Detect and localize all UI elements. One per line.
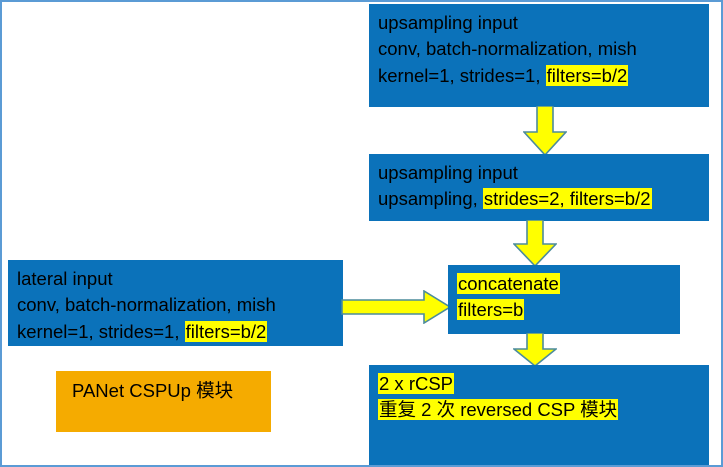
node-text-plain: kernel=1, strides=1, xyxy=(378,64,541,86)
node-line: upsampling input xyxy=(378,12,518,33)
node-text-highlight: filters=b/2 xyxy=(545,64,629,86)
node-line: upsampling, strides=2, filters=b/2 xyxy=(378,186,701,212)
legend-line: CSPUp 模块 xyxy=(129,380,234,401)
node-line: concatenate xyxy=(457,271,672,297)
node-text-highlight: filters=b xyxy=(457,299,525,321)
node-line: kernel=1, strides=1, filters=b/2 xyxy=(17,319,335,345)
node-line: conv, batch-normalization, mish xyxy=(17,294,276,316)
node-line: conv, batch-normalization, mish xyxy=(378,38,637,60)
node-line: 2 x rCSP xyxy=(378,371,701,397)
legend-line: PANet xyxy=(72,380,125,401)
node-upsampling-op: upsampling input upsampling, strides=2, … xyxy=(369,154,709,221)
legend-panet-cspup: PANet CSPUp 模块 xyxy=(56,371,271,432)
node-text-plain: kernel=1, strides=1, xyxy=(17,320,180,342)
arrow-down-icon xyxy=(523,106,567,156)
node-line: lateral input xyxy=(17,268,113,289)
node-line: kernel=1, strides=1, filters=b/2 xyxy=(378,63,701,89)
node-concatenate: concatenate filters=b xyxy=(448,265,680,334)
node-line: 重复 2 次 reversed CSP 模块 xyxy=(378,397,701,423)
node-text-highlight: 重复 2 次 reversed CSP 模块 xyxy=(378,399,619,421)
node-text-highlight: concatenate xyxy=(457,273,560,294)
arrow-right-icon xyxy=(341,290,451,324)
node-text-highlight: strides=2, filters=b/2 xyxy=(482,188,652,210)
node-text-highlight: filters=b/2 xyxy=(184,320,268,342)
arrow-down-icon xyxy=(513,333,557,367)
node-text-highlight: 2 x rCSP xyxy=(378,373,455,394)
node-upsampling-conv: upsampling input conv, batch-normalizati… xyxy=(369,4,709,107)
arrow-down-icon xyxy=(513,220,557,267)
node-line: upsampling input xyxy=(378,162,518,183)
node-lateral-conv: lateral input conv, batch-normalization,… xyxy=(8,260,343,346)
node-text-plain: upsampling, xyxy=(378,188,478,210)
node-line: filters=b xyxy=(457,297,672,323)
node-rcsp: 2 x rCSP 重复 2 次 reversed CSP 模块 xyxy=(369,365,709,465)
